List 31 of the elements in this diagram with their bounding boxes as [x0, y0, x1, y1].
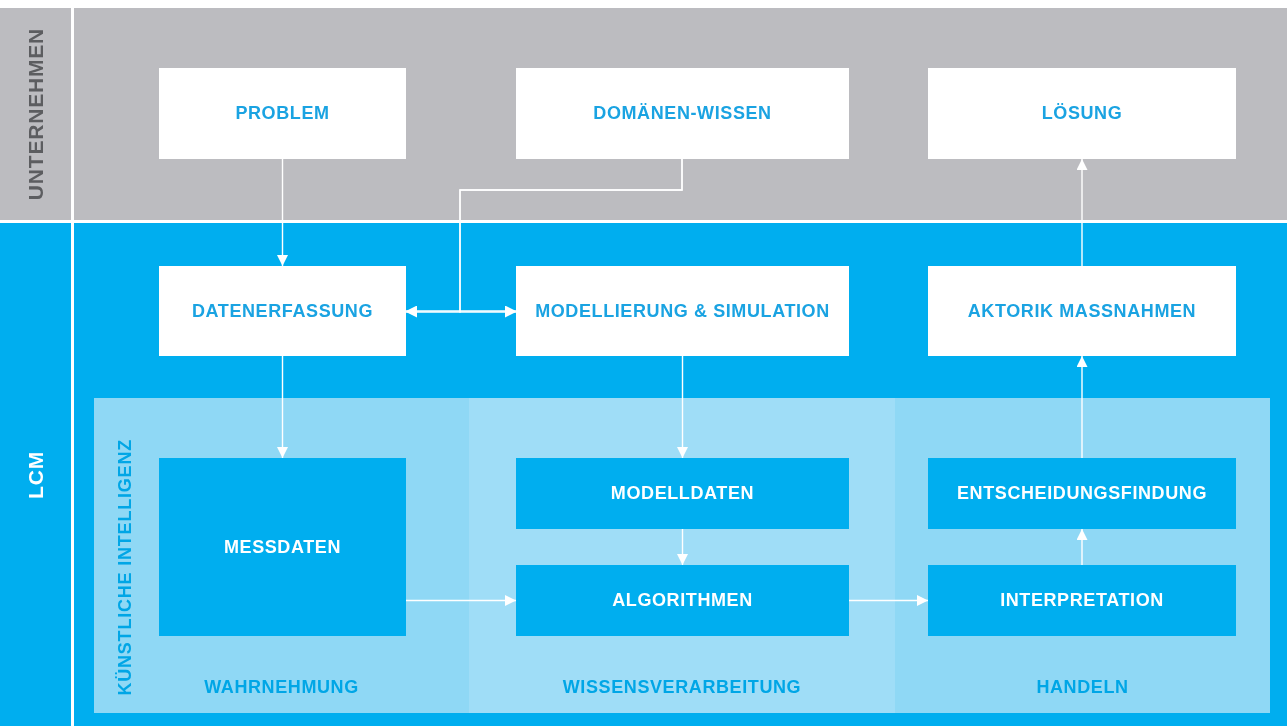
arrow [1076, 355, 1088, 459]
ai-panel [94, 398, 1270, 713]
process-box: AKTORIK MASSNAHMEN [928, 266, 1236, 356]
arrow [1076, 528, 1088, 566]
arrow [848, 595, 929, 606]
arrow [459, 158, 683, 318]
process-box: DATENERFASSUNG [159, 266, 406, 356]
band-panel [0, 8, 1287, 220]
process-box: MODELLDATEN [516, 458, 849, 529]
process-box: LÖSUNG [928, 68, 1236, 159]
arrow [677, 355, 688, 459]
band-heading: UNTERNEHMEN [24, 28, 48, 201]
arrow [277, 158, 288, 267]
arrow [677, 528, 688, 566]
band-heading: LCM [24, 450, 48, 499]
arrow [1076, 158, 1088, 267]
panel-heading: KÜNSTLICHE INTELLIGENZ [115, 439, 136, 696]
band-panel [0, 223, 1287, 726]
process-box: MODELLIERUNG & SIMULATION [516, 266, 849, 356]
arrow [277, 355, 288, 459]
arrow [405, 595, 517, 606]
process-box: MESSDATEN [159, 458, 406, 636]
process-box: INTERPRETATION [928, 565, 1236, 636]
column-label: HANDELN [1035, 677, 1130, 698]
process-box: DOMÄNEN-WISSEN [516, 68, 849, 159]
process-box: PROBLEM [159, 68, 406, 159]
process-box: ENTSCHEIDUNGSFINDUNG [928, 458, 1236, 529]
column-panel [469, 398, 895, 713]
column-label: WAHRNEHMUNG [203, 677, 360, 698]
column-label: WISSENSVERARBEITUNG [561, 677, 803, 698]
process-box: ALGORITHMEN [516, 565, 849, 636]
